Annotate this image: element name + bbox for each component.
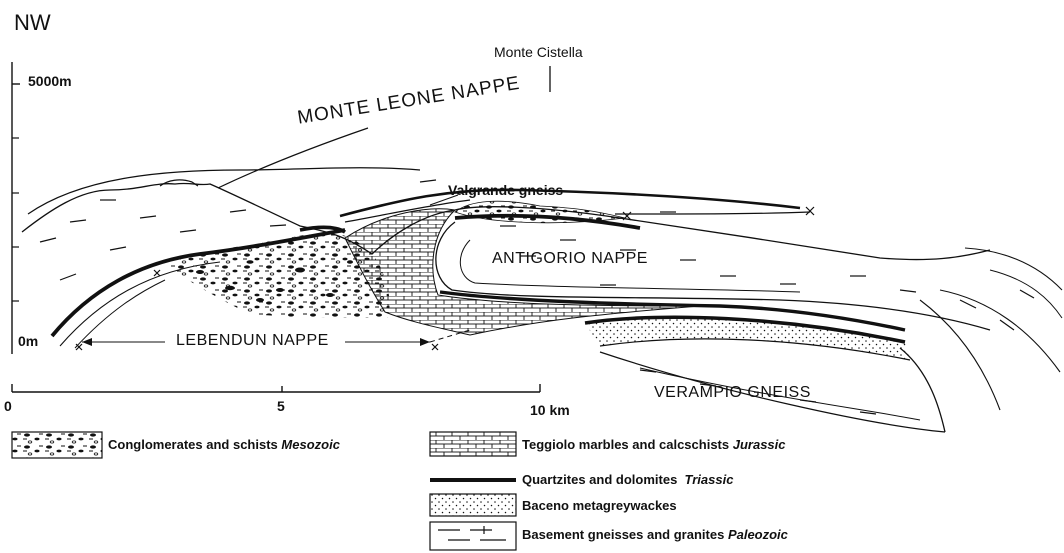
scale-label-end: 10 km	[530, 402, 570, 418]
lebendun-nappe-label: LEBENDUN NAPPE	[176, 332, 329, 350]
elevation-bottom-label: 0m	[18, 333, 38, 349]
legend-item-basement: Basement gneisses and granites Paleozoic	[522, 527, 788, 542]
legend-swatch-teggiolo	[430, 432, 516, 456]
legend-swatch-baceno	[430, 494, 516, 516]
antigorio-nappe-label: ANTIGORIO NAPPE	[492, 250, 648, 268]
legend-swatch-gneiss	[430, 522, 516, 550]
legend-item-baceno: Baceno metagreywackes	[522, 498, 677, 513]
compass-direction: NW	[14, 10, 51, 36]
peak-label: Monte Cistella	[494, 44, 583, 60]
elevation-axis	[12, 62, 20, 354]
verampio-gneiss-label: VERAMPIO GNEISS	[654, 384, 811, 402]
scale-bar	[12, 384, 540, 392]
legend-swatch-conglomerate	[12, 432, 102, 458]
valgrande-gneiss-label: Valgrande gneiss	[448, 182, 563, 198]
elevation-top-label: 5000m	[28, 73, 72, 89]
legend-item-conglomerates: Conglomerates and schists Mesozoic	[108, 437, 340, 452]
legend-item-quartzites: Quartzites and dolomites Triassic	[522, 472, 733, 487]
scale-label-mid: 5	[277, 398, 285, 414]
legend-item-teggiolo: Teggiolo marbles and calcschists Jurassi…	[522, 437, 786, 452]
scale-label-start: 0	[4, 398, 12, 414]
